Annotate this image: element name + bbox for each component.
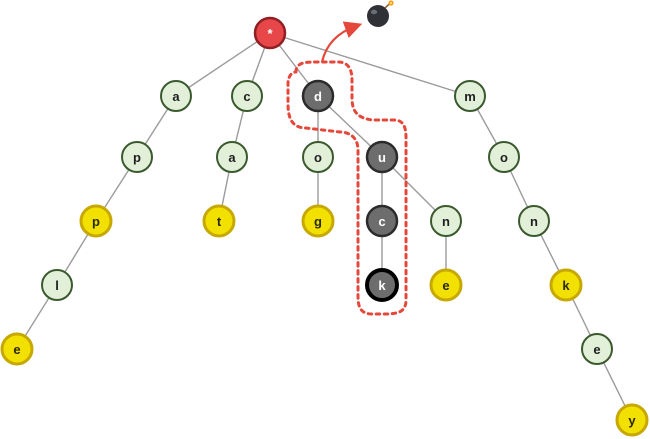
node-circle [581, 333, 613, 365]
node-label: n [442, 214, 450, 229]
delete-arrow-line [320, 21, 363, 63]
trie-node-c2: c [365, 204, 399, 238]
trie-node-t1: t [202, 204, 236, 238]
node-label: e [442, 278, 449, 293]
node-label: * [267, 26, 273, 41]
node-circle [79, 204, 113, 238]
trie-node-n2: n [518, 205, 550, 237]
trie-node-a2: a [216, 141, 248, 173]
trie-node-o2: o [488, 141, 520, 173]
trie-node-m1: m [454, 80, 486, 112]
node-circle [518, 205, 550, 237]
node-label: o [314, 150, 322, 165]
node-label: d [314, 89, 322, 104]
trie-node-d1: d [301, 79, 335, 113]
node-label: p [133, 150, 141, 165]
trie-node-a1: a [160, 80, 192, 112]
node-circle [216, 141, 248, 173]
trie-node-k1: k [365, 268, 399, 302]
node-circle [302, 141, 334, 173]
trie-node-y1: y [615, 403, 649, 437]
removed-branch-highlight [286, 60, 408, 316]
trie-node-p1: p [121, 141, 153, 173]
trie-node-n1: n [430, 205, 462, 237]
node-label: o [500, 150, 508, 165]
node-label: k [378, 278, 386, 293]
node-label: c [243, 89, 250, 104]
node-label: k [562, 278, 570, 293]
node-label: p [92, 214, 100, 229]
delete-arrow [320, 21, 363, 63]
node-label: t [217, 214, 222, 229]
node-circle [430, 205, 462, 237]
node-circle [253, 16, 287, 50]
node-circle [365, 204, 399, 238]
node-circle [549, 268, 583, 302]
trie-node-root: * [253, 16, 287, 50]
trie-node-e3: e [581, 333, 613, 365]
removed-branch-outline [286, 60, 408, 316]
node-circle [301, 79, 335, 113]
node-label: y [628, 413, 636, 428]
node-circle [231, 80, 263, 112]
node-label: e [13, 342, 20, 357]
trie-node-u1: u [365, 140, 399, 174]
trie-node-c1: c [231, 80, 263, 112]
node-label: e [593, 342, 600, 357]
node-label: c [378, 214, 385, 229]
node-label: u [378, 150, 386, 165]
node-circle [301, 204, 335, 238]
node-circle [429, 268, 463, 302]
node-label: a [228, 150, 236, 165]
node-circle [121, 141, 153, 173]
trie-node-l1: l [41, 269, 73, 301]
trie-node-e2: e [429, 268, 463, 302]
node-label: l [55, 278, 59, 293]
node-circle [0, 332, 34, 366]
trie-node-e1: e [0, 332, 34, 366]
trie-node-k2: k [549, 268, 583, 302]
bomb-icon [367, 0, 394, 27]
node-label: g [314, 214, 322, 229]
node-circle [365, 268, 399, 302]
node-circle [454, 80, 486, 112]
trie-node-g1: g [301, 204, 335, 238]
node-circle [365, 140, 399, 174]
trie-node-p2: p [79, 204, 113, 238]
node-circle [41, 269, 73, 301]
node-circle [488, 141, 520, 173]
edge-root-m1 [269, 32, 471, 97]
trie-node-o1: o [302, 141, 334, 173]
node-label: a [172, 89, 180, 104]
node-label: n [530, 214, 538, 229]
edge-root-a1 [175, 32, 271, 97]
nodes: * a p p l e c a t d o g u c k n e m o n k e y [0, 16, 649, 437]
node-label: m [464, 89, 476, 104]
node-circle [615, 403, 649, 437]
node-circle [202, 204, 236, 238]
node-circle [160, 80, 192, 112]
